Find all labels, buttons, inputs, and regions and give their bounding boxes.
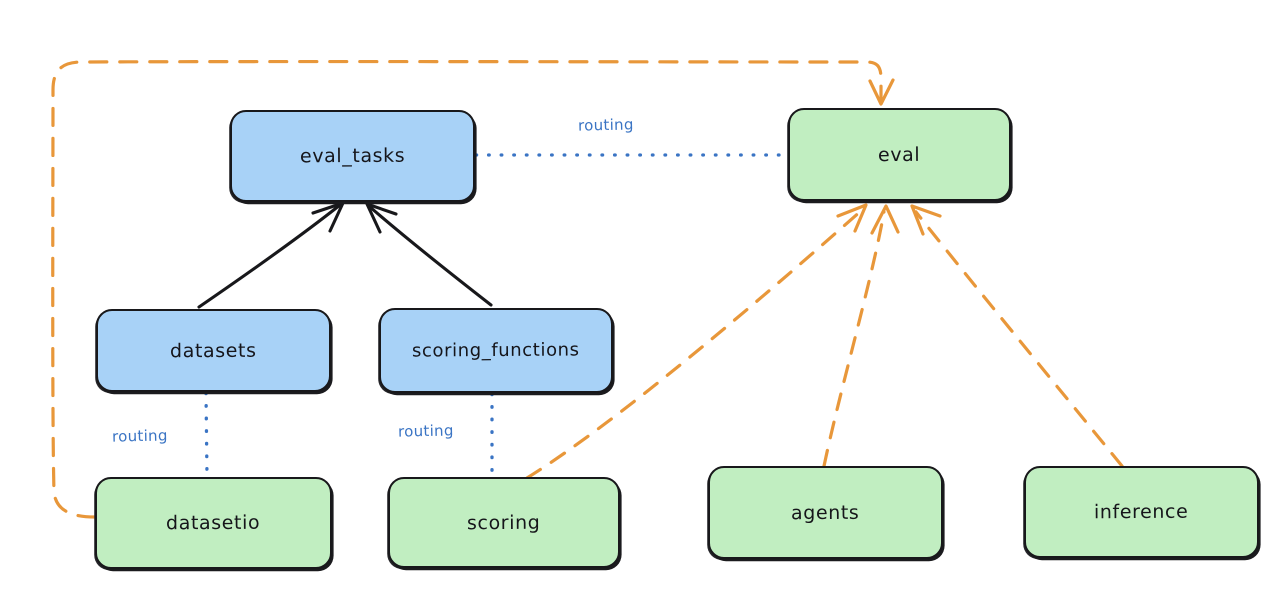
node-inference[interactable]: inference bbox=[1024, 466, 1259, 558]
edge-agents-to-eval bbox=[822, 204, 900, 468]
edge-label-routing-scoring: routing bbox=[397, 421, 454, 441]
edge-scoring_functions-to-eval_tasks bbox=[365, 202, 493, 307]
node-datasetio[interactable]: datasetio bbox=[95, 477, 332, 569]
node-label: datasetio bbox=[166, 511, 261, 535]
edge-label-routing-eval-tasks: routing bbox=[577, 115, 634, 135]
node-label: agents bbox=[791, 501, 860, 524]
node-eval[interactable]: eval bbox=[788, 108, 1011, 201]
node-label: scoring bbox=[467, 511, 541, 534]
edge-label-routing-datasets: routing bbox=[111, 426, 168, 446]
edge-inference-to-eval bbox=[910, 204, 1124, 468]
node-scoring[interactable]: scoring bbox=[388, 477, 620, 568]
edge-datasets-to-eval_tasks bbox=[197, 201, 345, 309]
node-label: inference bbox=[1094, 500, 1189, 524]
node-eval-tasks[interactable]: eval_tasks bbox=[230, 110, 475, 202]
node-label: datasets bbox=[170, 339, 257, 362]
edge-datasets-to-datasetio bbox=[204, 391, 209, 478]
node-label: scoring_functions bbox=[412, 339, 580, 362]
node-agents[interactable]: agents bbox=[708, 466, 943, 559]
node-scoring-functions[interactable]: scoring_functions bbox=[379, 308, 613, 393]
node-datasets[interactable]: datasets bbox=[96, 309, 331, 392]
node-label: eval bbox=[878, 143, 921, 166]
node-label: eval_tasks bbox=[299, 144, 406, 168]
